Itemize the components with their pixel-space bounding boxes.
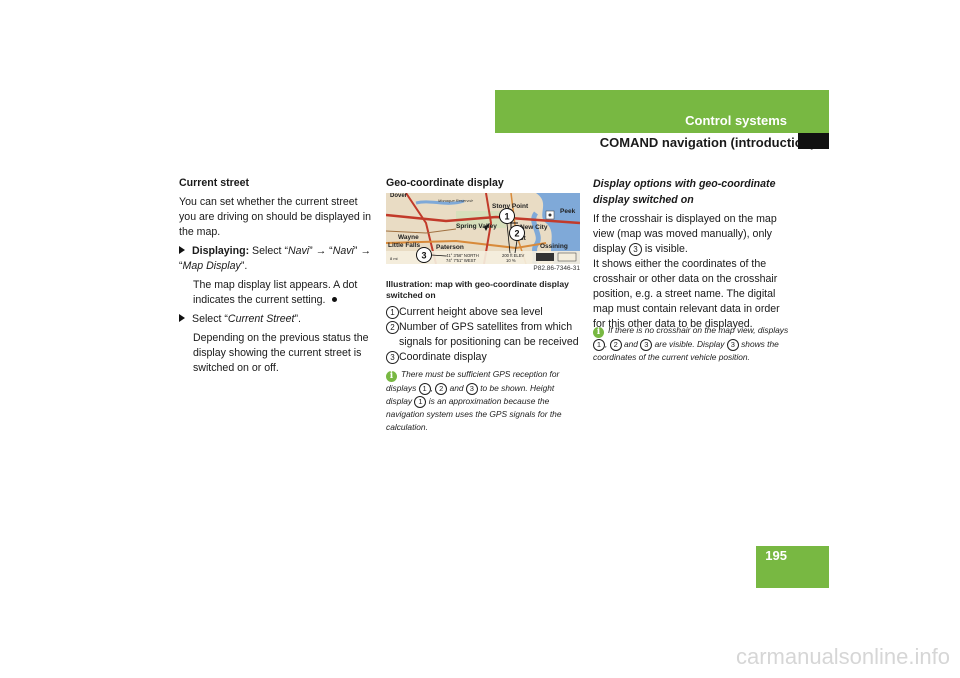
map-label-little-falls: Little Falls: [388, 242, 421, 249]
map-elevation: 200 ft ELEV: [502, 253, 525, 258]
page-number-band: [756, 546, 829, 588]
section-subtitle: COMAND navigation (introduction): [599, 135, 815, 150]
legend-item: 2 Number of GPS satellites from which si…: [386, 320, 582, 350]
map-label-peek: Peek: [560, 208, 576, 215]
map-coord-lat: 41° 3'56" NORTH: [446, 253, 479, 258]
watermark: carmanualsonline.info: [735, 644, 950, 669]
display-options-p1: If the crosshair is displayed on the map…: [593, 213, 777, 256]
step-select-note: Depending on the previous status the dis…: [193, 332, 369, 374]
map-satellites: 10 %: [506, 258, 516, 263]
map-label-new-city: New City: [520, 224, 548, 231]
map-label-wayne: Wayne: [398, 234, 419, 241]
map-label-paterson: Paterson: [436, 244, 464, 251]
info-icon: i: [386, 371, 397, 382]
map-callout-2: 2: [514, 229, 519, 239]
display-options-heading: Display options with geo-coordinate disp…: [593, 178, 776, 206]
figure-caption: Illustration: map with geo-coordinate di…: [386, 279, 569, 300]
info-icon: i: [593, 327, 604, 338]
figure-id: P82.86-7346-31: [533, 265, 580, 272]
header-band: [495, 90, 829, 133]
map-callout-1: 1: [504, 212, 509, 222]
map-label-st: st: [520, 235, 527, 242]
map-label-dover: Dover: [390, 193, 408, 199]
display-options-p2: It shows either the coordinates of the c…: [593, 258, 780, 330]
map-illustration: Dover Monaque Reservoir Stony Point Peek…: [386, 193, 580, 264]
figure-legend: 1 Current height above sea level 2 Numbe…: [386, 305, 582, 365]
map-callout-3: 3: [421, 251, 426, 261]
section-title: Control systems: [685, 113, 787, 128]
display-options-section: Display options with geo-coordinate disp…: [593, 176, 789, 332]
selected-dot-icon: [331, 297, 337, 302]
step-displaying-note: The map display list appears. A dot indi…: [193, 279, 358, 306]
legend-item: 3 Coordinate display: [386, 350, 582, 365]
legend-item: 1 Current height above sea level: [386, 305, 582, 320]
step-displaying: Displaying: Select “Navi” → “Navi” → “Ma…: [179, 245, 371, 272]
current-street-section: Current street You can set whether the c…: [179, 176, 373, 376]
current-street-intro: You can set whether the current street y…: [179, 196, 371, 238]
header-tab-marker: [798, 133, 829, 149]
current-street-heading: Current street: [179, 177, 250, 189]
step-arrow-icon: [179, 246, 185, 254]
map-label-stony-point: Stony Point: [492, 203, 529, 210]
map-label-reservoir: Monaque Reservoir: [438, 198, 474, 203]
step-arrow-icon: [179, 314, 185, 322]
page-number: 195: [765, 548, 787, 563]
map-coord-lon: 74° 7'51" WEST: [446, 258, 476, 263]
map-label-spring-valley: Spring Valley: [456, 223, 497, 230]
map-label-ossining: Ossining: [540, 243, 568, 250]
map-scale: 8 mi: [390, 256, 398, 261]
geo-coordinate-heading: Geo-coordinate display: [386, 177, 504, 189]
step-select-current-street: Select “Current Street”.: [179, 312, 373, 327]
